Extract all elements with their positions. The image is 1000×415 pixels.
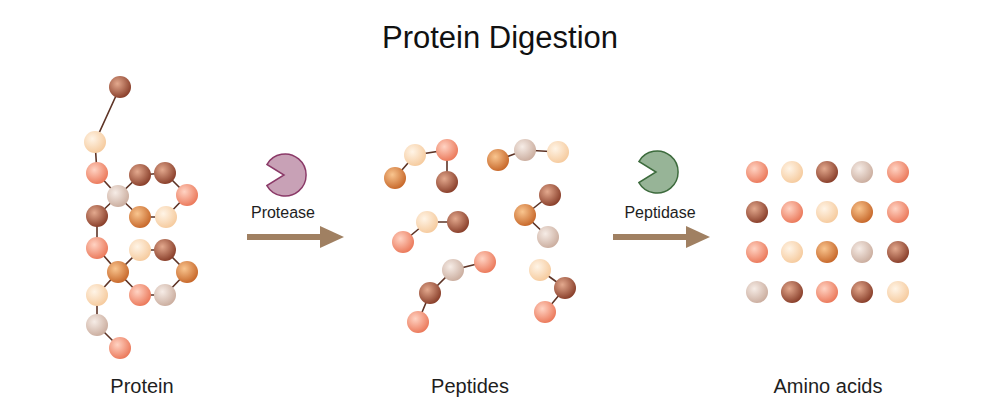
amino-acid-bead [851, 281, 873, 303]
amino-acid-bead [154, 284, 176, 306]
amino-acid-bead [129, 206, 151, 228]
amino-acid-bead [746, 201, 768, 223]
amino-acid-bead [154, 162, 176, 184]
amino-acid-bead [176, 184, 198, 206]
amino-acid-bead [129, 164, 151, 186]
amino-acid-bead [816, 201, 838, 223]
amino-acid-bead [851, 161, 873, 183]
amino-acid-bead [816, 281, 838, 303]
amino-acid-bead [86, 314, 108, 336]
enzyme-label: Peptidase [624, 204, 695, 222]
amino-acid-bead [537, 226, 559, 248]
amino-acid-bead [109, 76, 131, 98]
amino-acid-bead [407, 311, 429, 333]
amino-acid-bead [86, 284, 108, 306]
arrow-shaft [613, 234, 689, 240]
amino-acid-bead [851, 201, 873, 223]
stage-label: Protein [110, 375, 173, 398]
enzyme-label: Protease [251, 204, 315, 222]
stage-label: Amino acids [774, 375, 883, 398]
amino-acid-bead [781, 161, 803, 183]
amino-acid-bead [514, 204, 536, 226]
amino-acid-bead [436, 139, 458, 161]
amino-acid-bead [851, 241, 873, 263]
amino-acid-bead [816, 241, 838, 263]
arrow-head [320, 226, 344, 248]
amino-acid-bead [534, 301, 556, 323]
arrow-shaft [247, 234, 323, 240]
amino-acid-bead [746, 241, 768, 263]
amino-acid-bead [86, 205, 108, 227]
reaction-arrows [247, 226, 710, 248]
amino-acid-bead [154, 239, 176, 261]
peptide-bonds [95, 87, 565, 348]
protease-enzyme [267, 154, 306, 196]
amino-acid-bead [539, 184, 561, 206]
amino-acid-bead [887, 241, 909, 263]
amino-acid-bead [384, 167, 406, 189]
amino-acid-bead [746, 161, 768, 183]
peptide-bond [95, 87, 187, 348]
amino-acid-bead [781, 281, 803, 303]
stage-label: Peptides [431, 375, 509, 398]
amino-acid-bead [392, 231, 414, 253]
amino-acid-bead [529, 259, 551, 281]
amino-acid-bead [86, 162, 108, 184]
amino-acid-bead [781, 241, 803, 263]
amino-acid-bead [129, 239, 151, 261]
amino-acid-bead [746, 281, 768, 303]
amino-acid-bead [84, 131, 106, 153]
enzymes [267, 151, 678, 196]
amino-acid-bead [514, 139, 536, 161]
amino-acid-bead [442, 259, 464, 281]
amino-acid-bead [419, 282, 441, 304]
amino-acid-bead [554, 277, 576, 299]
amino-acid-bead [155, 206, 177, 228]
amino-acid-bead [176, 261, 198, 283]
amino-acid-bead [436, 171, 458, 193]
amino-acid-bead [109, 337, 131, 359]
amino-acid-bead [86, 237, 108, 259]
diagram-title: Protein Digestion [382, 20, 618, 56]
amino-acid-bead [887, 281, 909, 303]
amino-acid-bead [107, 185, 129, 207]
peptidase-enzyme [639, 151, 678, 193]
amino-acid-bead [487, 149, 509, 171]
amino-acid-bead [887, 161, 909, 183]
amino-acid-bead [781, 201, 803, 223]
amino-acid-bead [474, 251, 496, 273]
amino-acid-bead [107, 261, 129, 283]
amino-acid-bead [404, 144, 426, 166]
amino-acid-bead [416, 211, 438, 233]
amino-acid-bead [547, 141, 569, 163]
amino-acid-bead [129, 284, 151, 306]
arrow-head [686, 226, 710, 248]
amino-acid-bead [447, 211, 469, 233]
amino-acid-bead [816, 161, 838, 183]
amino-acid-beads [84, 76, 909, 359]
amino-acid-bead [887, 201, 909, 223]
